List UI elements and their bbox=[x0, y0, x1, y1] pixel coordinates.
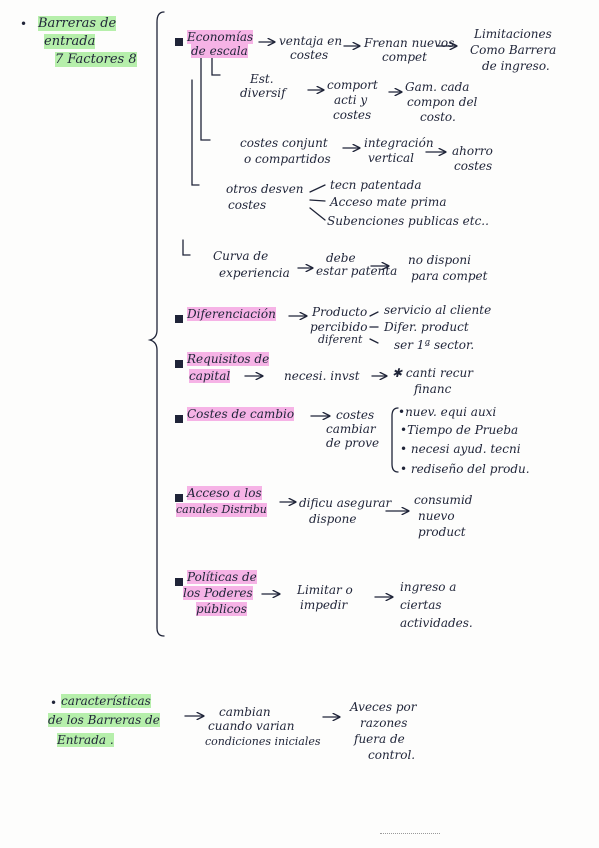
financ: financ bbox=[414, 382, 452, 396]
cambian-1: cambian bbox=[219, 705, 271, 719]
aveces-4: control. bbox=[368, 748, 416, 762]
acceso-title-1: Acceso a los bbox=[187, 486, 262, 500]
politicas-title-3: públicos bbox=[196, 602, 247, 616]
ventaja-1: ventaja en bbox=[279, 34, 343, 48]
acceso-title-2: canales Distribu bbox=[176, 503, 267, 517]
bullet: • bbox=[20, 17, 28, 31]
cambian-3: condiciones iniciales bbox=[205, 735, 321, 748]
ahorro-2: costes bbox=[454, 159, 493, 173]
dificu-2: dispone bbox=[309, 512, 357, 526]
diferenciacion-title: Diferenciación bbox=[187, 307, 276, 321]
economias-title-2: de escala bbox=[191, 44, 248, 58]
otros-desven-2: costes bbox=[228, 198, 267, 212]
aveces-3: fuera de bbox=[354, 732, 405, 746]
gam-2: compon del bbox=[407, 95, 478, 109]
square-bullet-icon bbox=[175, 574, 187, 588]
frenan-2: compet bbox=[382, 50, 427, 64]
no-disponi-1: no disponi bbox=[408, 253, 471, 267]
curva-2: experiencia bbox=[219, 266, 290, 280]
limitar-1: Limitar o bbox=[297, 583, 353, 597]
gam-1: Gam. cada bbox=[405, 80, 470, 94]
star-icon: ✱ bbox=[392, 366, 406, 380]
requisitos-title-2: capital bbox=[189, 369, 231, 383]
acceso-mate-prima: Acceso mate prima bbox=[330, 195, 447, 209]
dificu-1: dificu asegurar bbox=[299, 496, 392, 510]
aveces-2: razones bbox=[360, 716, 408, 730]
producto-2: percibido bbox=[310, 320, 368, 334]
requisitos-title-1: Requisitos de bbox=[187, 352, 270, 366]
subenciones: Subenciones publicas etc.. bbox=[327, 214, 489, 228]
producto-1: Producto bbox=[312, 305, 368, 319]
aveces-1: Aveces por bbox=[350, 700, 417, 714]
limitaciones-2: Como Barrera bbox=[470, 43, 557, 57]
otros-desven-1: otros desven bbox=[226, 182, 304, 196]
square-bullet-icon bbox=[175, 311, 187, 325]
cambio-item-4: • rediseño del produ. bbox=[400, 462, 530, 476]
cambio-item-1: •nuev. equi auxi bbox=[398, 405, 497, 419]
costes-conjunt-2: o compartidos bbox=[244, 152, 331, 166]
cambio-item-2: •Tiempo de Prueba bbox=[400, 423, 519, 437]
ventaja-2: costes bbox=[290, 48, 329, 62]
producto-3: diferent bbox=[318, 333, 363, 346]
tecn-patentada: tecn patentada bbox=[330, 178, 422, 192]
difer-product: Difer. product bbox=[384, 320, 469, 334]
servicio-cliente: servicio al cliente bbox=[384, 303, 492, 317]
politicas-title-2: los Poderes bbox=[183, 586, 253, 600]
integracion-1: integración bbox=[364, 136, 434, 150]
canti-recur: ✱ canti recur bbox=[392, 366, 473, 380]
root-title-line3: 7 Factores 8 bbox=[55, 52, 137, 67]
canti-recur-text: canti recur bbox=[405, 366, 473, 380]
limitaciones-1: Limitaciones bbox=[474, 27, 552, 41]
politicas-title-1: Políticas de bbox=[187, 570, 257, 584]
ingreso-2: ciertas bbox=[400, 598, 442, 612]
est-1: Est. bbox=[250, 72, 274, 86]
consumid-2: nuevo bbox=[418, 509, 455, 523]
debe-1: debe bbox=[326, 251, 356, 265]
cambian-2: cuando varian bbox=[208, 719, 295, 733]
costes-cambiar-2: cambiar bbox=[326, 422, 376, 436]
necesi-invst: necesi. invst bbox=[284, 369, 360, 383]
debe-2: estar patenta bbox=[316, 264, 398, 278]
consumid-1: consumid bbox=[414, 493, 473, 507]
comport-1: comport bbox=[327, 78, 378, 92]
caracteristicas-title-1: características bbox=[61, 694, 151, 708]
limitaciones-3: de ingreso. bbox=[482, 59, 550, 73]
costes-cambio-title: Costes de cambio bbox=[187, 407, 295, 421]
costes-cambiar-3: de prove bbox=[326, 436, 380, 450]
square-bullet-icon bbox=[175, 356, 187, 370]
integracion-2: vertical bbox=[368, 151, 414, 165]
caracteristicas-title-2: de los Barreras de bbox=[48, 713, 160, 727]
square-bullet-icon bbox=[175, 34, 187, 48]
square-bullet-icon bbox=[175, 411, 187, 425]
frenan-1: Frenan nuevos bbox=[364, 36, 455, 50]
ahorro-1: ahorro bbox=[452, 144, 493, 158]
no-disponi-2: para compet bbox=[411, 269, 488, 283]
limitar-2: impedir bbox=[300, 598, 348, 612]
comport-2: acti y bbox=[334, 93, 368, 107]
consumid-3: product bbox=[418, 525, 466, 539]
caracteristicas-title-3: Entrada . bbox=[57, 733, 114, 747]
economias-title-1: Economías bbox=[187, 30, 254, 44]
root-title-line2: entrada bbox=[44, 34, 96, 49]
ingreso-3: actividades. bbox=[400, 616, 473, 630]
gam-3: costo. bbox=[420, 110, 456, 124]
bullet: • bbox=[50, 696, 58, 710]
footer-mark bbox=[380, 833, 440, 836]
root-title-line1: Barreras de bbox=[38, 16, 117, 31]
costes-conjunt-1: costes conjunt bbox=[240, 136, 328, 150]
costes-cambiar-1: costes bbox=[336, 408, 375, 422]
comport-3: costes bbox=[333, 108, 372, 122]
ser-primero-sector: ser 1ª sector. bbox=[394, 338, 475, 352]
curva-1: Curva de bbox=[213, 249, 269, 263]
ingreso-1: ingreso a bbox=[400, 580, 457, 594]
cambio-item-3: • necesi ayud. tecni bbox=[400, 442, 521, 456]
est-2: diversif bbox=[240, 86, 286, 100]
square-bullet-icon bbox=[175, 490, 187, 504]
